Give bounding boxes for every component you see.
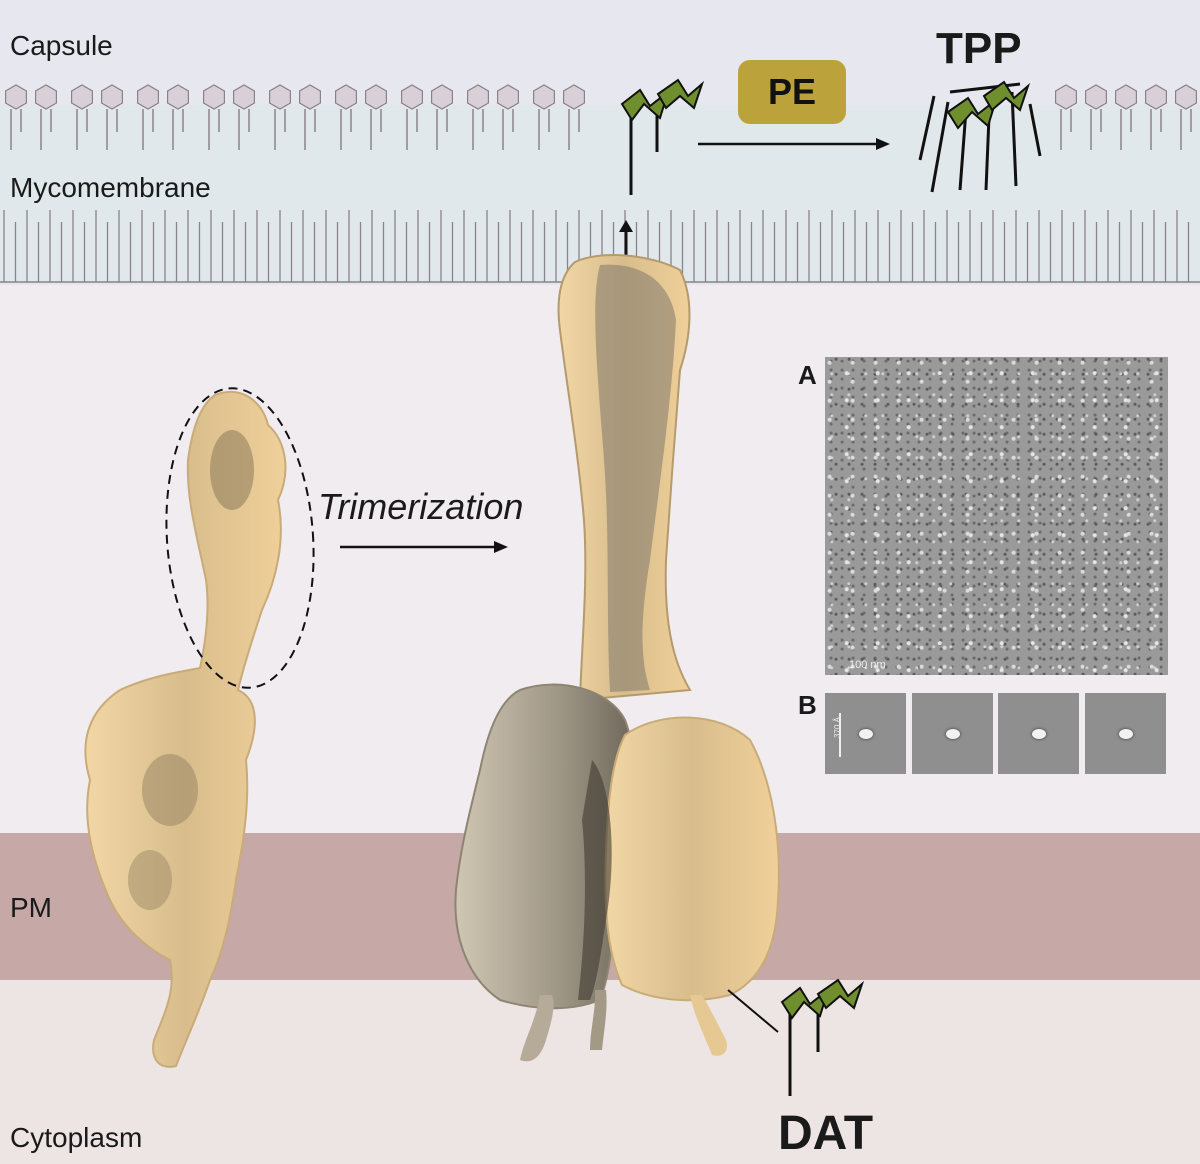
lipid-head-icon xyxy=(1085,84,1107,110)
lipid-head-icon xyxy=(233,84,255,110)
lipid-flag-dat-icon xyxy=(780,978,865,1096)
panel-b-label: B xyxy=(798,690,817,720)
lipid-tail xyxy=(10,109,22,150)
lipid-head-icon xyxy=(401,84,423,110)
lipid-tail xyxy=(472,109,484,150)
lipid-head-icon xyxy=(467,84,489,110)
lipid-tail xyxy=(106,109,118,150)
class-average-4 xyxy=(1085,693,1166,774)
lipid-head-icon xyxy=(35,84,57,110)
lipid-head-icon xyxy=(269,84,291,110)
panel-a-label: A xyxy=(798,360,817,390)
outer-leaflet-lipids xyxy=(5,84,1197,150)
lipid-tail xyxy=(1180,109,1192,150)
lipid-head-icon xyxy=(203,84,225,110)
lipid-head-icon xyxy=(5,84,27,110)
dat-pointer-line xyxy=(727,989,779,1033)
class-average-2 xyxy=(912,693,993,774)
export-arrowhead-icon xyxy=(619,220,633,232)
lipid-tail xyxy=(502,109,514,150)
lipid-head-icon xyxy=(137,84,159,110)
trimer-protein xyxy=(454,254,780,1062)
lipid-flag-top-icon xyxy=(620,78,705,195)
lipid-head-icon xyxy=(497,84,519,110)
tpp-lipid-icon xyxy=(918,80,1042,193)
trimerization-arrowhead-icon xyxy=(494,541,508,553)
lipid-tail xyxy=(406,109,418,150)
lipid-head-icon xyxy=(533,84,555,110)
micrograph-panel: 100 nm xyxy=(825,357,1168,675)
lipid-tail xyxy=(208,109,220,150)
lipid-head-icon xyxy=(1145,84,1167,110)
monomer-protein xyxy=(84,390,287,1068)
lipid-tail xyxy=(340,109,352,150)
lipid-tail xyxy=(436,109,448,150)
domain-highlight-ellipse xyxy=(165,387,315,689)
lipid-head-icon xyxy=(299,84,321,110)
trimerization-label: Trimerization xyxy=(318,486,524,527)
lipid-tail xyxy=(1090,109,1102,150)
lipid-tail xyxy=(142,109,154,150)
capsule-label: Capsule xyxy=(10,30,113,61)
lipid-head-icon xyxy=(1175,84,1197,110)
class-average-1: 370 Å xyxy=(825,693,906,774)
lipid-head-icon xyxy=(71,84,93,110)
dat-label: DAT xyxy=(778,1107,874,1160)
lipid-head-icon xyxy=(365,84,387,110)
lipid-tail xyxy=(1060,109,1072,150)
lipid-head-icon xyxy=(101,84,123,110)
lipid-tail xyxy=(370,109,382,150)
lipid-tail xyxy=(568,109,580,150)
pm-label: PM xyxy=(10,892,52,923)
lipid-head-icon xyxy=(335,84,357,110)
class-average-3 xyxy=(998,693,1079,774)
lipid-head-icon xyxy=(167,84,189,110)
lipid-tail xyxy=(172,109,184,150)
lipid-tail xyxy=(304,109,316,150)
micrograph-scalebar-label: 100 nm xyxy=(849,659,886,671)
lipid-head-icon xyxy=(1115,84,1137,110)
lipid-tail xyxy=(1120,109,1132,150)
lipid-tail xyxy=(274,109,286,150)
lipid-tail xyxy=(538,109,550,150)
lipid-tail xyxy=(1150,109,1162,150)
lipid-tail xyxy=(40,109,52,150)
lipid-head-icon xyxy=(1055,84,1077,110)
tpp-label: TPP xyxy=(936,24,1022,73)
pe-arrowhead-icon xyxy=(876,138,890,150)
mycomembrane-label: Mycomembrane xyxy=(10,172,211,203)
cytoplasm-label: Cytoplasm xyxy=(10,1122,143,1153)
lipid-head-icon xyxy=(431,84,453,110)
lipid-tail xyxy=(238,109,250,150)
lipid-head-icon xyxy=(563,84,585,110)
lipid-tail xyxy=(76,109,88,150)
pe-badge: PE xyxy=(738,60,846,124)
